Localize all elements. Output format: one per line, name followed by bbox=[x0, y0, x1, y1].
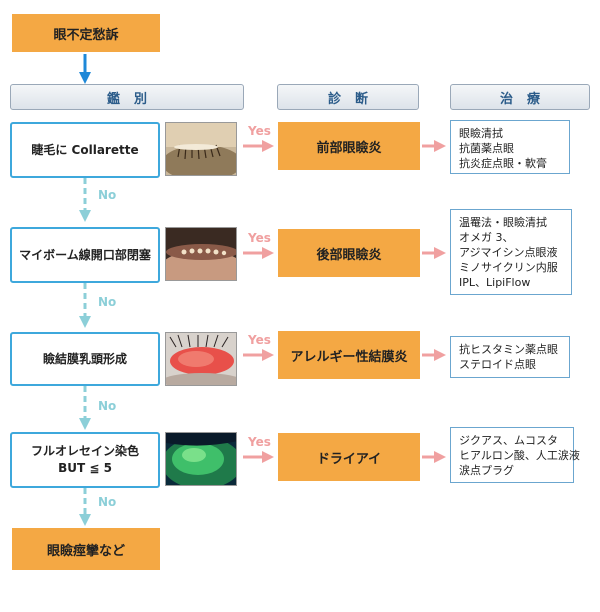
diagnosis-box-2: 後部眼瞼炎 bbox=[278, 229, 420, 277]
diagnosis-box-4: ドライアイ bbox=[278, 433, 420, 481]
treatment-item: 温罨法・眼瞼清拭 bbox=[459, 216, 547, 229]
treatment-item: ステロイド点眼 bbox=[459, 358, 536, 371]
condition-box-4: フルオレセイン染色 BUT ≦ 5 bbox=[10, 432, 160, 488]
start-box: 眼不定愁訴 bbox=[12, 14, 160, 52]
yes-label-3: Yes bbox=[248, 333, 271, 347]
header-treatment: 治療 bbox=[450, 84, 590, 110]
condition-box-3: 瞼結膜乳頭形成 bbox=[10, 332, 160, 386]
treatment-box-3: 抗ヒスタミン薬点眼 ステロイド点眼 bbox=[450, 336, 570, 378]
no-label-4: No bbox=[98, 495, 117, 509]
yes-label-1: Yes bbox=[248, 124, 271, 138]
treatment-item: 涙点プラグ bbox=[459, 464, 514, 477]
end-label: 眼瞼痙攣など bbox=[46, 543, 125, 559]
treatment-item: ジクアス、ムコスタ bbox=[459, 434, 558, 447]
yes-label-2: Yes bbox=[248, 231, 271, 245]
treatment-box-1: 眼瞼清拭 抗菌薬点眼 抗炎症点眼・軟膏 bbox=[450, 120, 570, 174]
treatment-item: ヒアルロン酸、人工涙液 bbox=[459, 449, 580, 462]
eye-photo-papillae bbox=[165, 332, 237, 386]
eye-photo-fluorescein bbox=[165, 432, 237, 486]
header-differential: 鑑別 bbox=[10, 84, 244, 110]
eye-photo-meibomian bbox=[165, 227, 237, 281]
treatment-item: 眼瞼清拭 bbox=[459, 127, 503, 140]
treatment-box-2: 温罨法・眼瞼清拭 オメガ 3、 アジマイシン点眼液 ミノサイクリン内服 IPL、… bbox=[450, 209, 572, 295]
treatment-item: アジマイシン点眼液 bbox=[459, 246, 558, 259]
condition-box-2: マイボーム線開口部閉塞 bbox=[10, 227, 160, 283]
end-box: 眼瞼痙攣など bbox=[12, 528, 160, 570]
no-label-2: No bbox=[98, 295, 117, 309]
start-label: 眼不定愁訴 bbox=[53, 27, 119, 43]
treatment-item: IPL、LipiFlow bbox=[459, 276, 531, 289]
treatment-item: オメガ 3、 bbox=[459, 231, 514, 244]
eye-photo-collarette bbox=[165, 122, 237, 176]
treatment-box-4: ジクアス、ムコスタ ヒアルロン酸、人工涙液 涙点プラグ bbox=[450, 427, 580, 483]
treatment-item: 抗菌薬点眼 bbox=[459, 142, 514, 155]
no-label-3: No bbox=[98, 399, 117, 413]
yes-label-4: Yes bbox=[248, 435, 271, 449]
treatment-item: 抗ヒスタミン薬点眼 bbox=[459, 343, 558, 356]
condition-box-1: 睫毛に Collarette bbox=[10, 122, 160, 178]
header-diagnosis: 診断 bbox=[277, 84, 419, 110]
treatment-item: ミノサイクリン内服 bbox=[459, 261, 558, 274]
no-label-1: No bbox=[98, 188, 117, 202]
diagnosis-box-1: 前部眼瞼炎 bbox=[278, 122, 420, 170]
diagnosis-box-3: アレルギー性結膜炎 bbox=[278, 331, 420, 379]
treatment-item: 抗炎症点眼・軟膏 bbox=[459, 157, 547, 170]
